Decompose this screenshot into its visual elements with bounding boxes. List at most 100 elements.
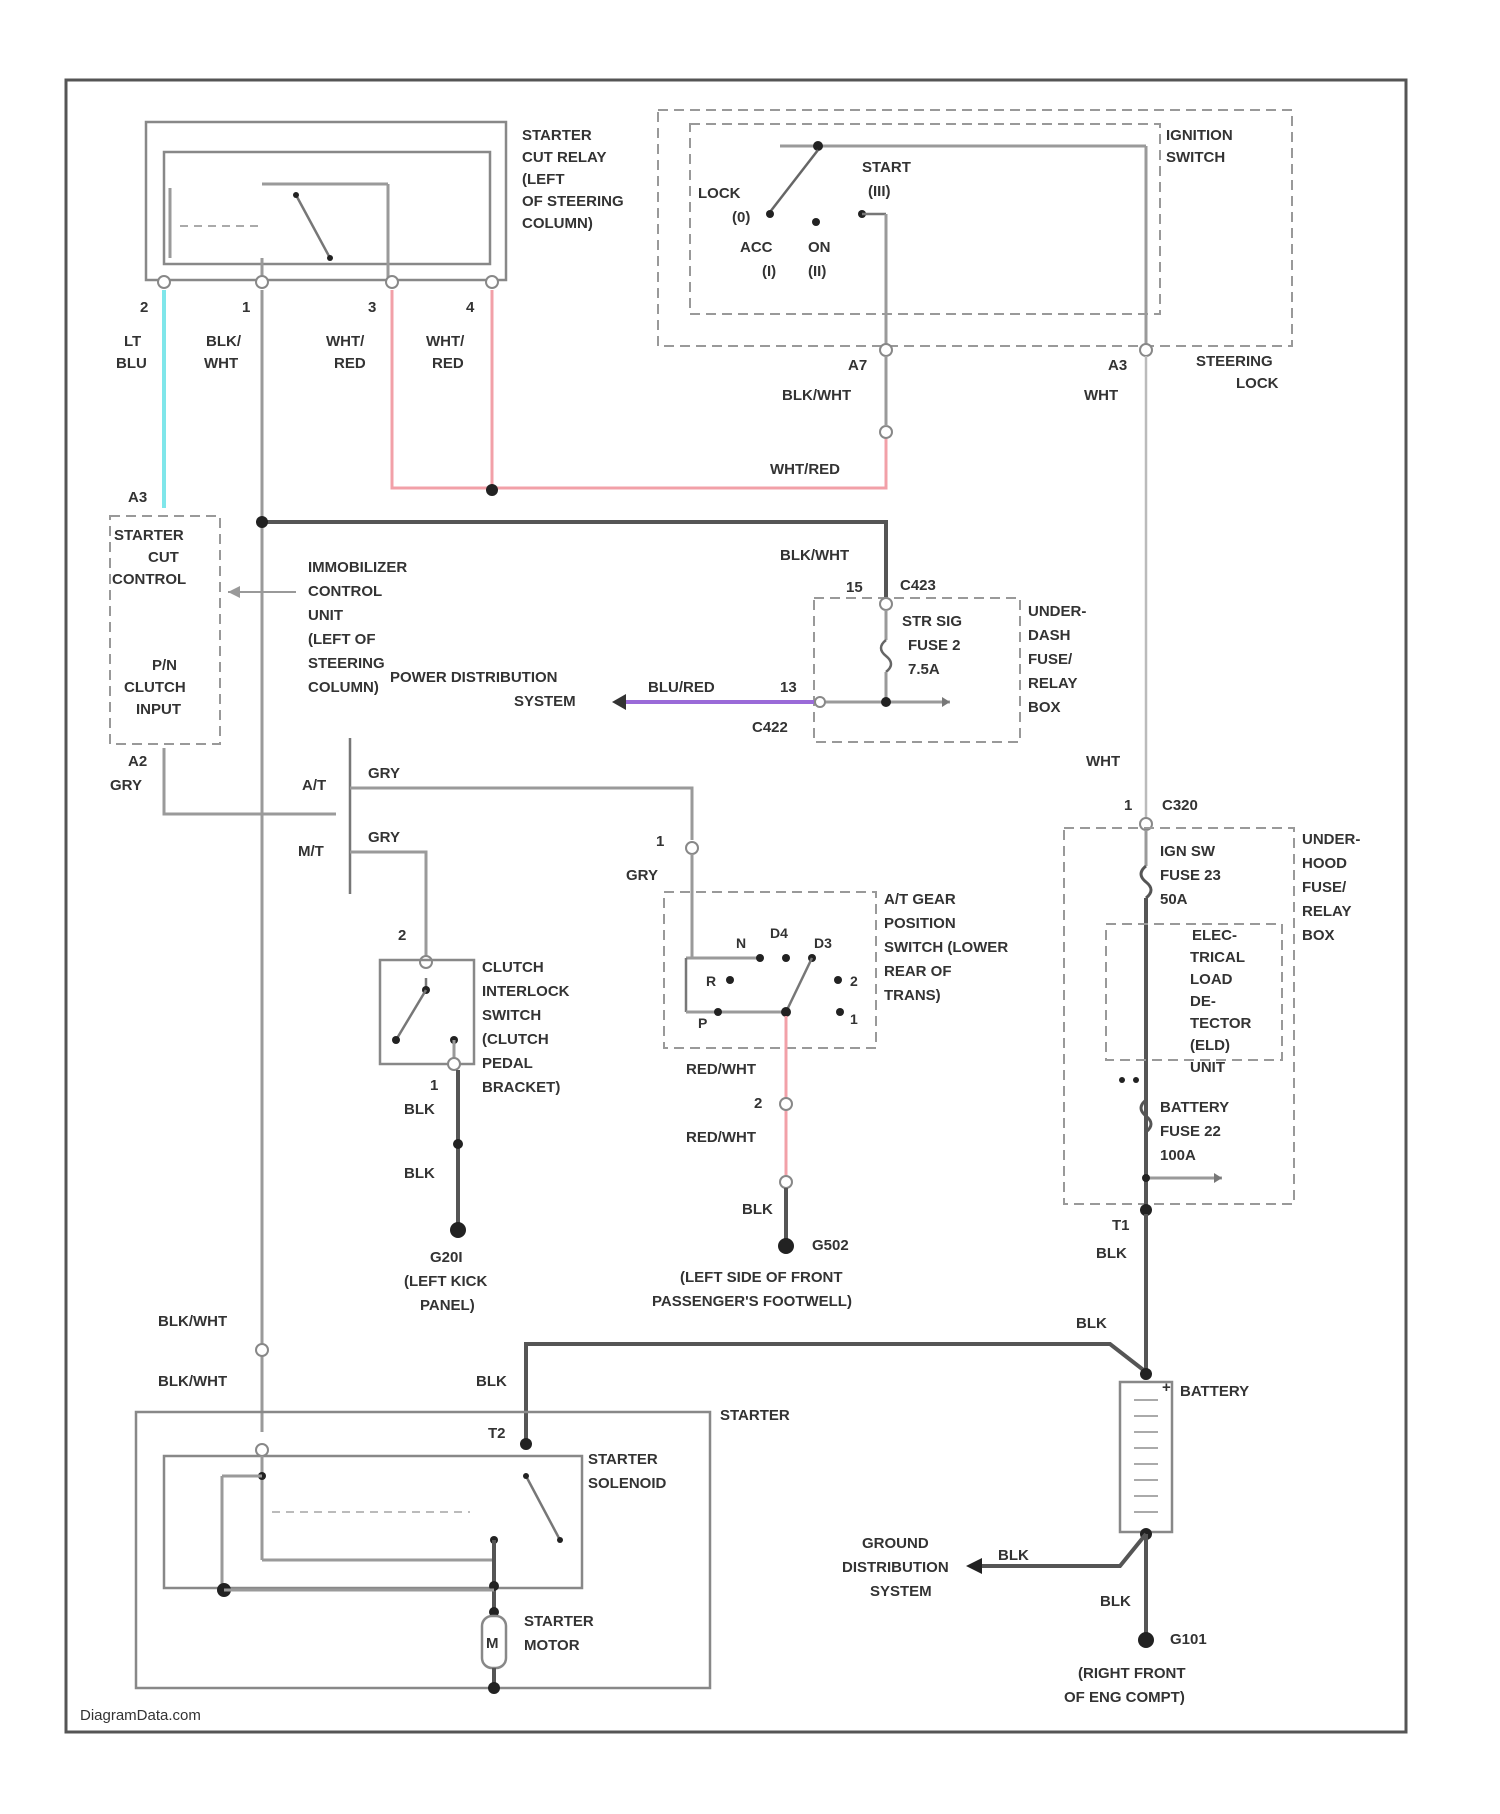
- battery-wire-blk-bottom: BLK: [1100, 1593, 1131, 1610]
- dash-connector-c423: C423: [900, 577, 936, 594]
- ignition-wire-blk-wht: BLK/WHT: [782, 387, 851, 404]
- power-distribution-label: POWER DISTRIBUTION SYSTEM: [390, 669, 576, 710]
- under-dash-fuse-box: 15 C423 STR SIG FUSE 2 7.5A 13 C422 UNDE…: [752, 577, 1091, 742]
- underhood-wire-wht: WHT: [1086, 753, 1120, 770]
- immobilizer-wire-gry: GRY: [110, 777, 142, 794]
- starter-cut-relay: STARTER CUT RELAY (LEFT OF STEERING COLU…: [146, 122, 628, 280]
- mt-gry-label: GRY: [368, 829, 400, 846]
- underhood-fuse2-label: BATTERY FUSE 22 100A: [1160, 1099, 1233, 1164]
- battery-wire-blk-gd: BLK: [998, 1547, 1029, 1564]
- immobilizer-pin-a3: A3: [128, 489, 147, 506]
- underhood-pin-t1: T1: [1112, 1217, 1130, 1234]
- underhood-box-label: UNDER- HOOD FUSE/ RELAY BOX: [1302, 831, 1365, 944]
- dash-box-label: UNDER- DASH FUSE/ RELAY BOX: [1028, 603, 1091, 716]
- wire-blk-battery: [526, 1344, 1146, 1444]
- dash-connector-c422: C422: [752, 719, 788, 736]
- wht-red-label: WHT/RED: [770, 461, 840, 478]
- starter-t2: T2: [488, 1425, 506, 1442]
- battery-wire-blk-top: BLK: [1076, 1315, 1107, 1332]
- ignition-on-label: ON(II): [808, 239, 831, 280]
- relay-pin-1: 1: [242, 299, 250, 316]
- starter-motor-label: STARTER MOTOR: [524, 1613, 598, 1654]
- relay-pin-3: 3: [368, 299, 376, 316]
- ground-g502-id: G502: [812, 1237, 849, 1254]
- clutch-pin-1: 1: [430, 1077, 438, 1094]
- gear-pos-d3: D3: [814, 935, 832, 951]
- eld-label: ELEC- TRICAL LOAD DE- TECTOR (ELD) UNIT: [1190, 927, 1256, 1076]
- gear-position-switch: 1 GRY N D4 D3 R 2 P 1 A/T GEAR POSITION …: [626, 833, 1012, 1310]
- gear-pos-n: N: [736, 935, 746, 951]
- ground-g101-location: (RIGHT FRONT OF ENG COMPT): [1064, 1665, 1190, 1706]
- ignition-wire-wht: WHT: [1084, 387, 1118, 404]
- gear-wire-blk: BLK: [742, 1201, 773, 1218]
- starter-label: STARTER: [720, 1407, 790, 1424]
- battery-label: BATTERY: [1180, 1383, 1249, 1400]
- blk-wht-dash-label: BLK/WHT: [780, 547, 849, 564]
- clutch-wire-blk-2: BLK: [404, 1165, 435, 1182]
- at-gry-label: GRY: [368, 765, 400, 782]
- wire-wht-red-label-1: WHT/RED: [326, 333, 366, 372]
- relay-pin-2: 2: [140, 299, 148, 316]
- ground-distribution-label: GROUND DISTRIBUTION SYSTEM: [842, 1535, 953, 1600]
- gear-pin-2: 2: [754, 1095, 762, 1112]
- wire-blk-wht-label: BLK/WHT: [204, 333, 242, 372]
- underhood-pin-1: 1: [1124, 797, 1132, 814]
- underhood-fuse1-label: IGN SW FUSE 23 50A: [1160, 843, 1225, 908]
- battery: BLK + BATTERY BLK GROUND DISTRIBUTION SY…: [842, 1315, 1249, 1706]
- ground-g201-location: (LEFT KICK PANEL): [404, 1273, 492, 1314]
- starter-wire-blk-wht-1: BLK/WHT: [158, 1313, 227, 1330]
- ignition-switch: LOCK(0) ACC(I) ON(II) START(III) IGNITIO…: [658, 110, 1292, 392]
- mt-label: M/T: [298, 843, 324, 860]
- immobilizer-box-text: STARTER CUT CONTROL P/N CLUTCH INPUT: [112, 527, 190, 718]
- battery-plus: +: [1162, 1379, 1171, 1396]
- at-label: A/T: [302, 777, 326, 794]
- ignition-start-label: START(III): [862, 159, 911, 200]
- gear-switch-label: A/T GEAR POSITION SWITCH (LOWER REAR OF …: [884, 891, 1012, 1004]
- ignition-pin-a3: A3: [1108, 357, 1127, 374]
- underhood-connector-c320: C320: [1162, 797, 1198, 814]
- clutch-wire-blk-1: BLK: [404, 1101, 435, 1118]
- watermark: DiagramData.com: [80, 1707, 201, 1724]
- starter-motor-symbol: M: [486, 1635, 499, 1652]
- dash-pin-13: 13: [780, 679, 797, 696]
- gear-wire-gry: GRY: [626, 867, 658, 884]
- under-hood-fuse-box: WHT 1 C320 IGN SW FUSE 23 50A ELEC- TRIC…: [1064, 753, 1365, 1372]
- blu-red-label: BLU/RED: [648, 679, 715, 696]
- ground-g502-location: (LEFT SIDE OF FRONT PASSENGER'S FOOTWELL…: [652, 1269, 852, 1310]
- relay-pin-4: 4: [466, 299, 475, 316]
- clutch-interlock-switch: 2 CLUTCH INTERLOCK SWITCH (CLUTCH PEDAL …: [380, 927, 574, 1314]
- diagram-frame: [66, 80, 1406, 1732]
- gear-pos-d4: D4: [770, 925, 788, 941]
- immobilizer-pin-a2: A2: [128, 753, 147, 770]
- underhood-wire-blk: BLK: [1096, 1245, 1127, 1262]
- starter: BLK/WHT BLK/WHT BLK STARTER T2 STARTER S…: [136, 1313, 1146, 1694]
- dash-fuse-label: STR SIG FUSE 2 7.5A: [902, 613, 966, 678]
- gear-pos-2: 2: [850, 973, 858, 989]
- gear-wire-red-wht-2: RED/WHT: [686, 1129, 756, 1146]
- starter-wire-blk-wht-2: BLK/WHT: [158, 1373, 227, 1390]
- ground-g101-id: G101: [1170, 1631, 1207, 1648]
- ignition-pins: A7 A3 BLK/WHT WHT: [782, 344, 1152, 438]
- clutch-switch-label: CLUTCH INTERLOCK SWITCH (CLUTCH PEDAL BR…: [482, 959, 574, 1096]
- clutch-pin-2: 2: [398, 927, 406, 944]
- wire-wht-red-label-2: WHT/RED: [426, 333, 465, 372]
- dash-pin-15: 15: [846, 579, 863, 596]
- gear-pos-r: R: [706, 973, 716, 989]
- ignition-lock-label: LOCK(0): [698, 185, 750, 226]
- gear-pos-p: P: [698, 1015, 707, 1031]
- ignition-pin-a7: A7: [848, 357, 867, 374]
- ignition-acc-label: ACC(I): [740, 239, 776, 280]
- transmission-branches: A/T M/T GRY GRY: [298, 738, 692, 960]
- gear-pos-1: 1: [850, 1011, 858, 1027]
- gear-wire-red-wht-1: RED/WHT: [686, 1061, 756, 1078]
- ground-g201-id: G20I: [430, 1249, 463, 1266]
- relay-label: STARTER CUT RELAY (LEFT OF STEERING COLU…: [522, 127, 628, 232]
- starter-wire-blk: BLK: [476, 1373, 507, 1390]
- starter-solenoid-label: STARTER SOLENOID: [588, 1451, 667, 1492]
- gear-pin-1: 1: [656, 833, 664, 850]
